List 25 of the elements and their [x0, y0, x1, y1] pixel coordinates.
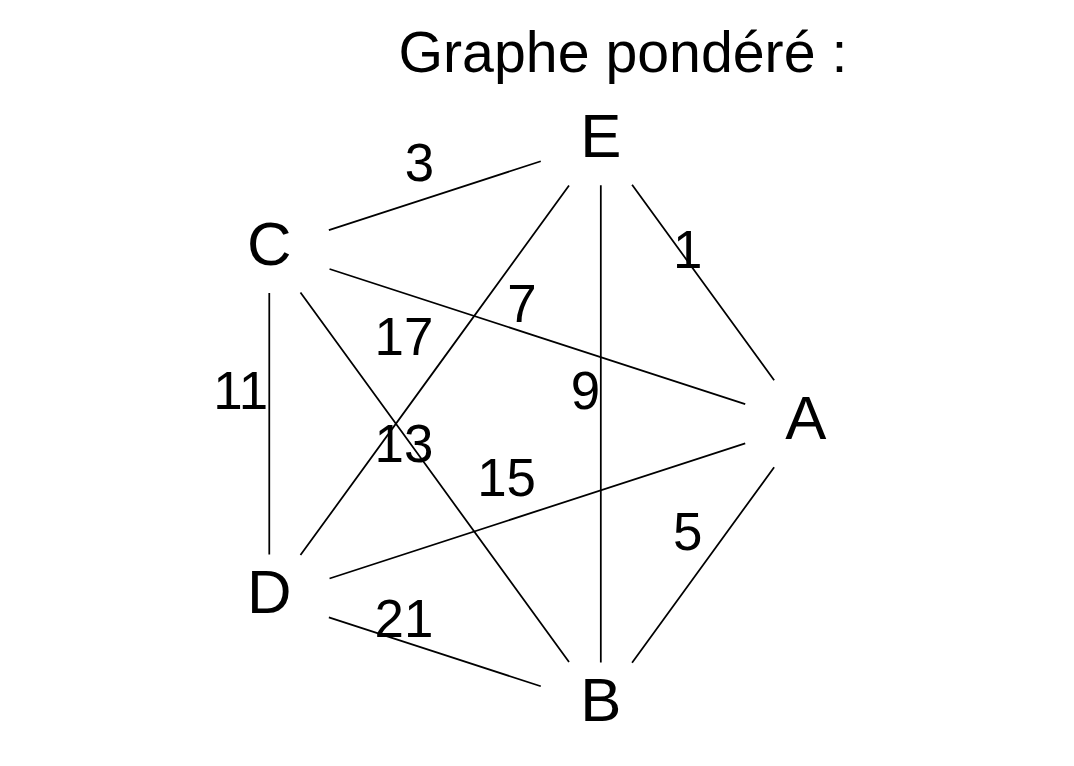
edge-label: 21 [374, 588, 433, 648]
edge-label: 7 [506, 273, 537, 333]
connector [630, 466, 775, 664]
node-text: B [579, 664, 621, 734]
edge-label: 17 [374, 307, 433, 367]
edge-label: 11 [212, 360, 268, 420]
connector [299, 184, 570, 556]
node-text: C [246, 208, 292, 278]
connector [327, 160, 542, 231]
connector [599, 184, 602, 664]
connector [328, 268, 746, 405]
edge-label: 1 [672, 219, 702, 279]
connector [328, 442, 746, 580]
connector [267, 292, 270, 556]
node-text: E [579, 100, 621, 170]
connector [630, 183, 775, 382]
connector [327, 616, 542, 688]
node-text: A [784, 382, 826, 452]
diagram-title: Graphe pondéré : [398, 19, 847, 84]
connector [299, 291, 570, 663]
edge-label: 5 [672, 501, 702, 561]
edge-label: 15 [476, 447, 536, 507]
edge-label: 9 [570, 360, 600, 420]
edge-label: 3 [404, 132, 434, 192]
node-text: D [246, 557, 292, 627]
